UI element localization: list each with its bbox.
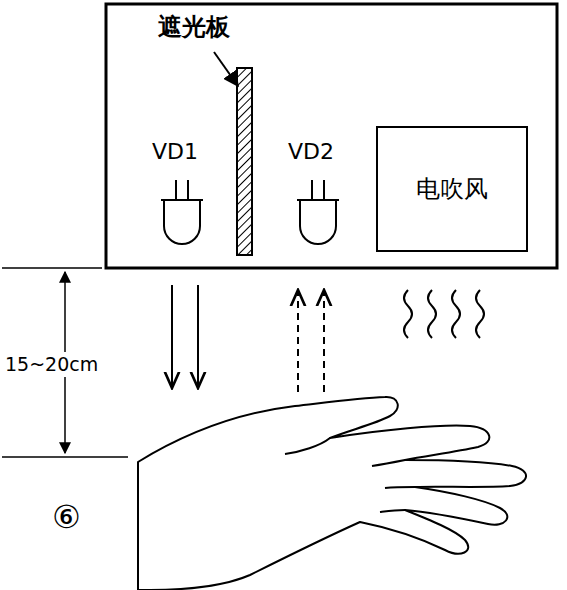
dimension-label: 15~20cm: [4, 352, 99, 377]
led-vd1: [161, 180, 203, 244]
emitted-light: [171, 285, 173, 388]
led-vd2: [297, 180, 339, 244]
reflected-light: [297, 290, 299, 392]
dryer-box: 电吹风: [376, 126, 528, 252]
housing: [106, 4, 557, 268]
part-label: 遮光板: [158, 14, 230, 40]
component-label: VD1: [152, 140, 198, 164]
hand: [138, 397, 526, 590]
leader-arrow: [214, 52, 238, 86]
node-text: 电吹风: [416, 173, 488, 205]
callout-number: ⑥: [52, 500, 81, 535]
component-label: VD2: [288, 140, 334, 164]
reflected-light: [323, 290, 325, 392]
light-shield: [237, 68, 252, 255]
dimension-line: [2, 268, 128, 457]
hot-air: [404, 290, 484, 338]
emitted-light: [197, 285, 199, 388]
